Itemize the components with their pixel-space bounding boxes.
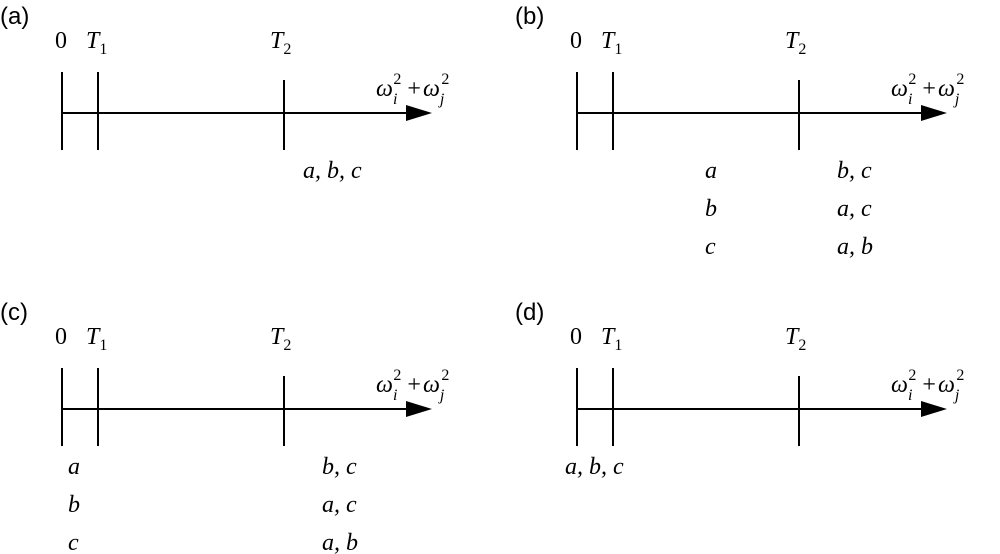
panel-label: (a) (0, 3, 29, 30)
t2-label: T2 (785, 324, 806, 354)
right-region-entry: a, c (322, 492, 357, 518)
left-region-entry: a, b, c (565, 454, 624, 480)
middle-region-entry: a (705, 158, 717, 184)
axis-label: ωi2+ωj2 (376, 71, 449, 108)
panel-c: (c) 0 T1 T2 ωi2+ωj2 b, c a, c a, b abc (0, 299, 449, 554)
axis-label: ωi2+ωj2 (376, 367, 449, 404)
middle-region-entry: c (705, 234, 716, 260)
zero-label: 0 (570, 324, 582, 350)
zero-label: 0 (570, 28, 582, 54)
zero-label: 0 (55, 324, 67, 350)
left-region-entry: c (68, 530, 79, 554)
right-region-entry: b, c (322, 454, 357, 480)
right-region-entry: a, b, c (303, 158, 362, 184)
arrow-head-icon (406, 105, 432, 121)
t2-label: T2 (270, 324, 291, 354)
left-region-entry: a (68, 454, 80, 480)
axis-label: ωi2+ωj2 (891, 367, 964, 404)
right-region-entry: a, c (837, 196, 872, 222)
panel-b: (b) 0 T1 T2 ωi2+ωj2 abc b, c a, c a, b (515, 3, 964, 260)
middle-region-entry: b (705, 196, 717, 222)
panel-label: (c) (0, 299, 28, 326)
t1-label: T1 (601, 28, 622, 58)
panel-d: (d) 0 T1 T2 ωi2+ωj2 a, b, c (515, 299, 964, 480)
t2-label: T2 (785, 28, 806, 58)
t1-label: T1 (86, 324, 107, 354)
panel-label: (d) (515, 299, 544, 326)
t1-label: T1 (601, 324, 622, 354)
t2-label: T2 (270, 28, 291, 58)
axis-label: ωi2+ωj2 (891, 71, 964, 108)
right-region-entry: b, c (837, 158, 872, 184)
arrow-head-icon (921, 401, 947, 417)
panel-label: (b) (515, 3, 544, 30)
left-region-entry: b (68, 492, 80, 518)
right-region-entry: a, b (837, 234, 873, 260)
zero-label: 0 (55, 28, 67, 54)
arrow-head-icon (406, 401, 432, 417)
t1-label: T1 (86, 28, 107, 58)
panel-a: (a) 0 T1 T2 ωi2+ωj2 a, b, c (0, 3, 449, 184)
arrow-head-icon (921, 105, 947, 121)
right-region-entry: a, b (322, 530, 358, 554)
